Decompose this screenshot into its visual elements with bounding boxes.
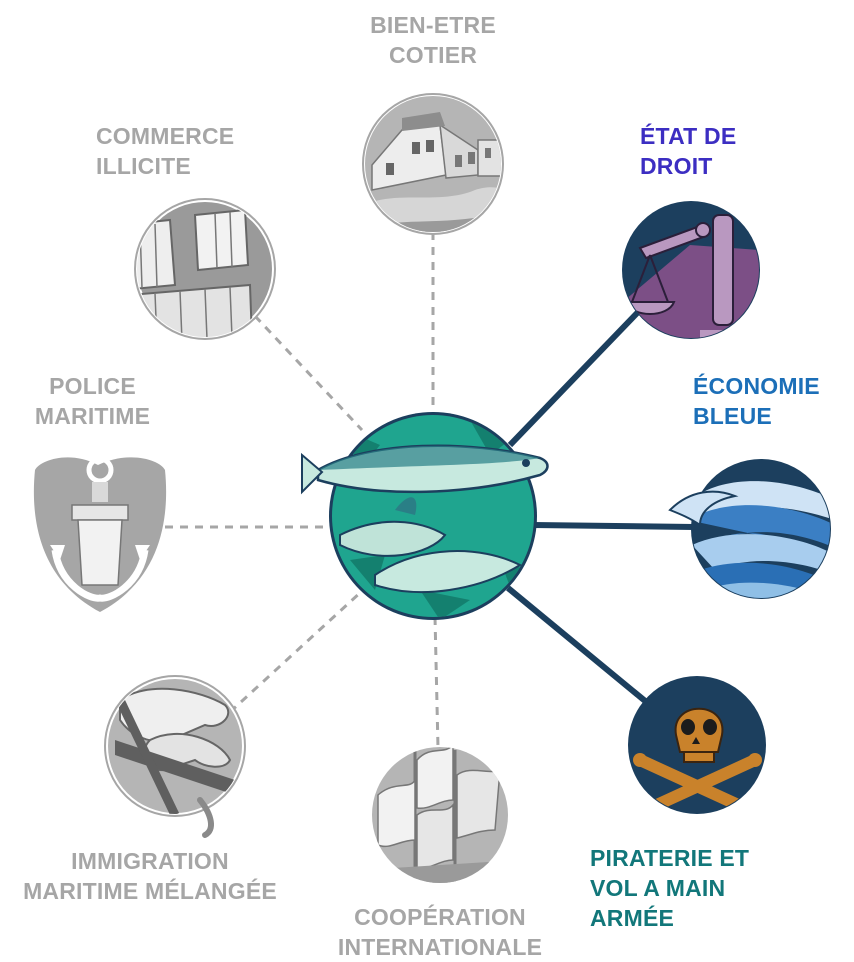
bound-hands-icon xyxy=(104,675,246,838)
skull-crossbones-icon xyxy=(628,676,766,814)
label-line: POLICE xyxy=(49,373,136,399)
connector-cooperation xyxy=(433,616,440,749)
connector-economie xyxy=(532,522,695,530)
connector-immigration xyxy=(228,589,364,714)
label-line: ÉCONOMIE xyxy=(693,373,820,399)
label-immigration: IMMIGRATION MARITIME MÉLANGÉE xyxy=(5,846,295,906)
label-line: IMMIGRATION xyxy=(71,848,229,874)
label-line: COTIER xyxy=(388,42,478,68)
label-line: INTERNATIONALE xyxy=(337,934,543,960)
label-line: COOPÉRATION xyxy=(354,904,526,930)
label-line: ARMÉE xyxy=(590,905,675,931)
label-line: BIEN-ETRE xyxy=(370,12,496,38)
connector-commerce xyxy=(253,314,364,432)
label-line: VOL A MAIN xyxy=(590,875,726,901)
label-commerce-illicite: COMMERCE ILLICITE xyxy=(96,121,234,181)
label-line: ÉTAT DE xyxy=(640,123,737,149)
label-line: PIRATERIE ET xyxy=(590,845,750,871)
label-line: DROIT xyxy=(640,153,713,179)
tuna-fish-globe-icon xyxy=(301,412,549,620)
coastal-houses-icon xyxy=(362,93,504,235)
label-line: MARITIME MÉLANGÉE xyxy=(23,878,277,904)
label-line: BLEUE xyxy=(693,403,772,429)
ocean-waves-icon xyxy=(668,459,831,599)
label-police-maritime: POLICE MARITIME xyxy=(25,371,160,431)
connector-etat xyxy=(507,307,643,448)
label-etat-de-droit: ÉTAT DE DROIT xyxy=(640,121,736,181)
label-line: ILLICITE xyxy=(96,153,191,179)
label-piraterie: PIRATERIE ET VOL A MAIN ARMÉE xyxy=(590,843,749,933)
anchor-shield-icon xyxy=(33,456,167,612)
connector-piraterie xyxy=(506,585,652,708)
label-line: MARITIME xyxy=(34,403,151,429)
label-bien-etre-cotier: BIEN-ETRE COTIER xyxy=(368,10,498,70)
label-cooperation: COOPÉRATION INTERNATIONALE xyxy=(325,902,555,962)
connector-lines xyxy=(165,232,695,749)
scales-of-justice-icon xyxy=(622,201,760,339)
shipping-containers-icon xyxy=(134,198,276,340)
label-economie-bleue: ÉCONOMIE BLEUE xyxy=(693,371,820,431)
ship-sails-icon xyxy=(372,747,508,883)
label-line: COMMERCE xyxy=(96,123,235,149)
